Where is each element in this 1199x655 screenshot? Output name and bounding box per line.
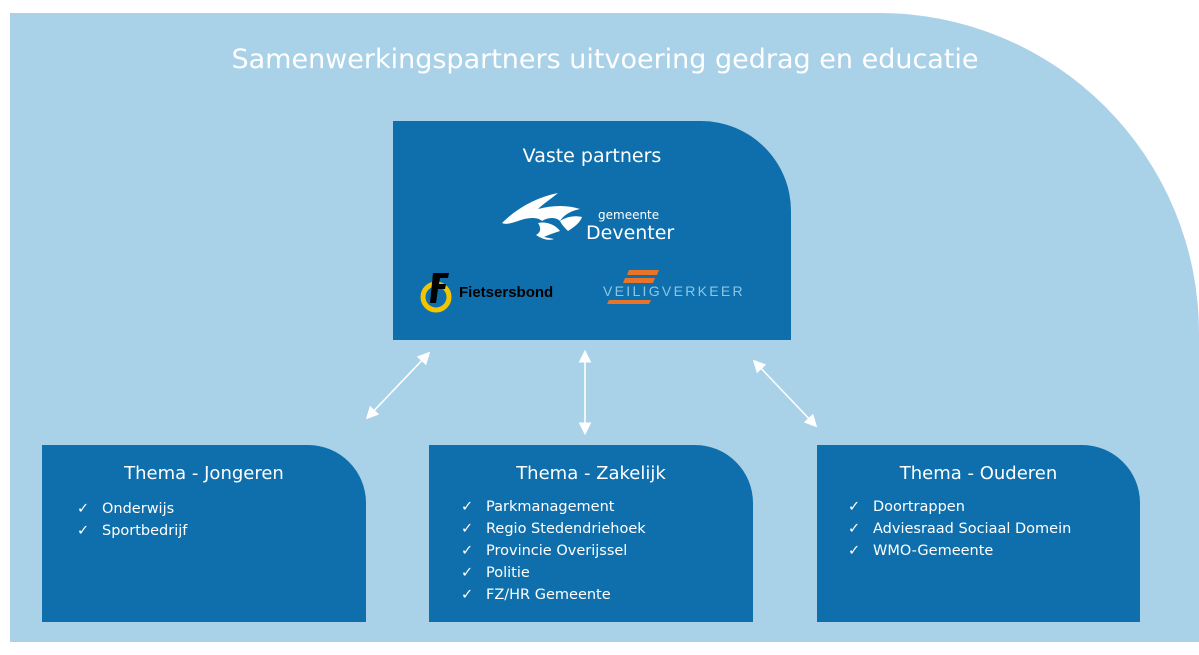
list-item: ✓Regio Stedendriehoek [461,518,646,540]
item-list: ✓Parkmanagement ✓Regio Stedendriehoek ✓P… [461,496,646,606]
list-item: ✓FZ/HR Gemeente [461,584,646,606]
check-icon: ✓ [461,543,474,559]
check-icon: ✓ [461,499,474,515]
box-thema-ouderen: Thema - Ouderen ✓Doortrappen ✓Adviesraad… [817,445,1140,622]
arrow-ouderen [752,359,818,428]
box-thema-zakelijk: Thema - Zakelijk ✓Parkmanagement ✓Regio … [429,445,753,622]
deventer-logo-line2: Deventer [586,222,674,244]
list-item: ✓WMO-Gemeente [848,540,1071,562]
check-icon: ✓ [461,565,474,581]
gemeente-deventer-logo: gemeente Deventer [502,193,674,244]
box-title: Thema - Jongeren [124,463,284,484]
fietsersbond-logo-text: Fietsersbond [459,284,553,301]
center-box-vaste-partners: Vaste partners gemeente Deventer Fietser… [393,121,791,340]
check-icon: ✓ [848,543,861,559]
item-list: ✓Doortrappen ✓Adviesraad Sociaal Domein … [848,496,1071,562]
check-icon: ✓ [77,523,90,539]
check-icon: ✓ [848,521,861,537]
deventer-logo-line1: gemeente [598,208,659,222]
list-item: ✓Sportbedrijf [77,520,187,542]
list-item: ✓Adviesraad Sociaal Domein [848,518,1071,540]
box-title: Thema - Zakelijk [516,463,666,484]
check-icon: ✓ [848,499,861,515]
list-item: ✓Doortrappen [848,496,1071,518]
check-icon: ✓ [77,501,90,517]
item-list: ✓Onderwijs ✓Sportbedrijf [77,498,187,542]
check-icon: ✓ [461,521,474,537]
list-item: ✓Politie [461,562,646,584]
arrow-jongeren [365,351,431,420]
list-item: ✓Onderwijs [77,498,187,520]
veiligverkeer-logo-text: VEILIGVERKEER [603,283,745,299]
list-item: ✓Provincie Overijssel [461,540,646,562]
list-item: ✓Parkmanagement [461,496,646,518]
fietsersbond-logo: Fietsersbond [420,273,553,313]
box-thema-jongeren: Thema - Jongeren ✓Onderwijs ✓Sportbedrij… [42,445,366,622]
check-icon: ✓ [461,587,474,603]
diagram-title: Samenwerkingspartners uitvoering gedrag … [231,44,979,75]
veiligverkeer-logo: VEILIGVERKEER [603,270,745,304]
center-box-title: Vaste partners [522,145,662,167]
box-title: Thema - Ouderen [899,463,1058,484]
